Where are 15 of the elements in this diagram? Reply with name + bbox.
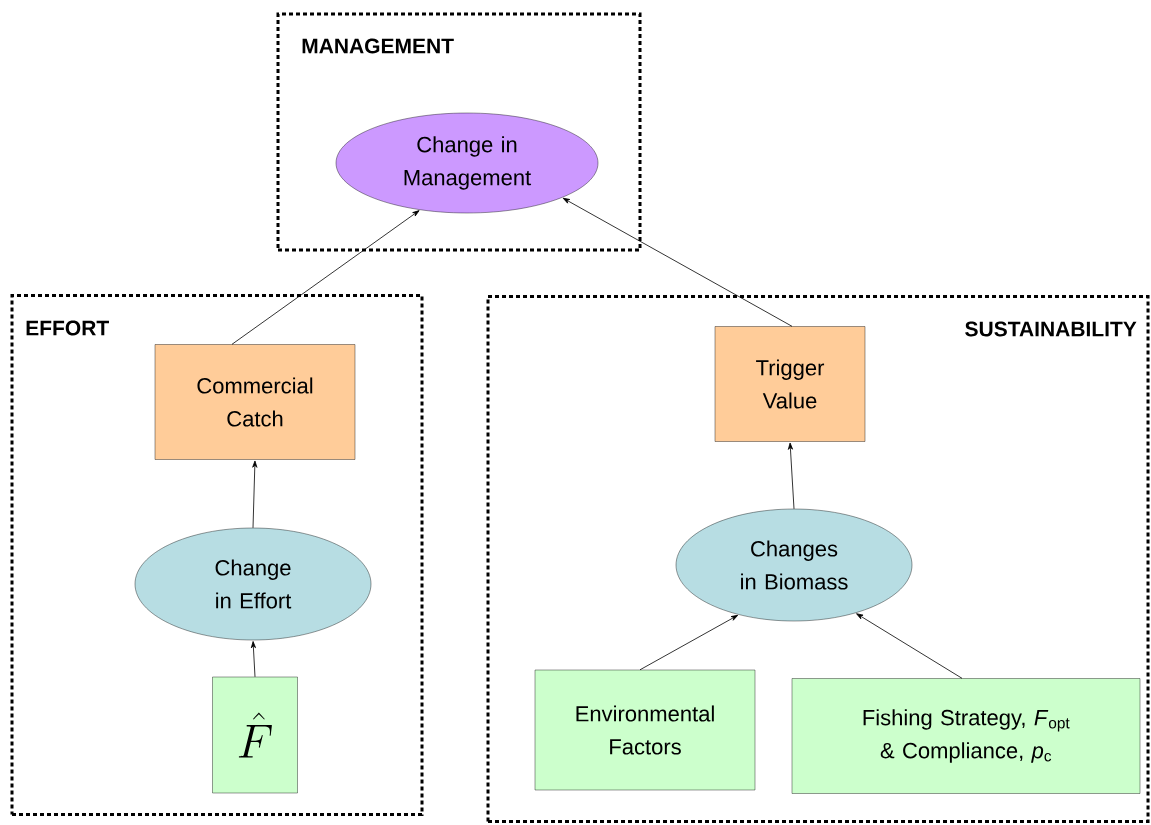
arrow — [639, 614, 739, 671]
process-box: Fishing Strategy, F$_{opt}$ & Compliance, p$_{c}$ — [791, 678, 1141, 794]
process-box: Commercial Catch — [154, 344, 356, 460]
process-box: $\hat{F}$ — [212, 676, 298, 794]
arrow — [231, 210, 420, 345]
process-box: Trigger Value — [714, 326, 866, 442]
group-heading: MANAGEMENT — [302, 38, 454, 54]
process-box: Environmental Factors — [534, 669, 756, 791]
arrow — [562, 197, 793, 327]
group-heading: EFFORT — [26, 320, 109, 336]
arrow — [856, 613, 963, 679]
arrow — [787, 442, 795, 510]
group-heading: SUSTAINABILITY — [965, 321, 1137, 337]
arrow — [250, 641, 256, 678]
arrow — [252, 460, 258, 529]
